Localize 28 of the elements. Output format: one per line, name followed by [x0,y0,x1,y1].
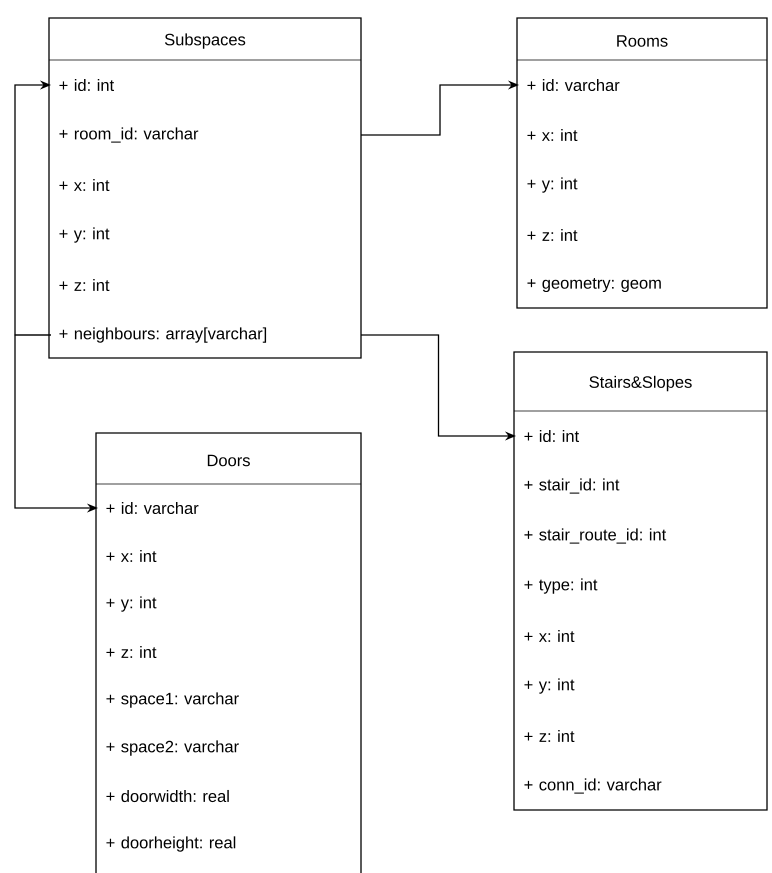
table-row: + doorwidth: real [106,790,229,802]
table-row: + y: int [106,596,156,612]
table-row: + x: int [527,128,578,142]
table-row: + z: int [527,228,578,242]
table-row: + z: int [106,646,156,658]
table-row: + x: int [59,178,110,192]
table-row: + y: int [524,678,574,694]
table-row: + z: int [524,730,574,742]
connector-arrow [14,80,51,336]
table-row: + stair_route_id: int [524,528,666,544]
table-row: + y: int [527,177,578,193]
table-row: + z: int [59,278,110,292]
table-row: + conn_id: varchar [524,778,662,794]
table-row: + neighbours: array[varchar] [59,327,266,343]
table-row: + y: int [59,227,110,243]
table-row: + id: int [524,430,579,442]
table-row: + geometry: geom [527,278,661,292]
table-row: + space1: varchar [106,692,239,708]
table-row: + type: int [524,578,598,594]
table-row: + x: int [106,550,156,562]
table-row: + id: int [59,78,114,92]
table-row: + id: varchar [106,502,198,514]
table-row: + room_id: varchar [59,127,198,143]
table-row: + x: int [524,630,574,642]
table-row: + space2: varchar [106,740,239,756]
table-row: + id: varchar [527,78,620,92]
table-row: + stair_id: int [524,478,620,494]
table-row: + doorheight: real [106,836,236,852]
